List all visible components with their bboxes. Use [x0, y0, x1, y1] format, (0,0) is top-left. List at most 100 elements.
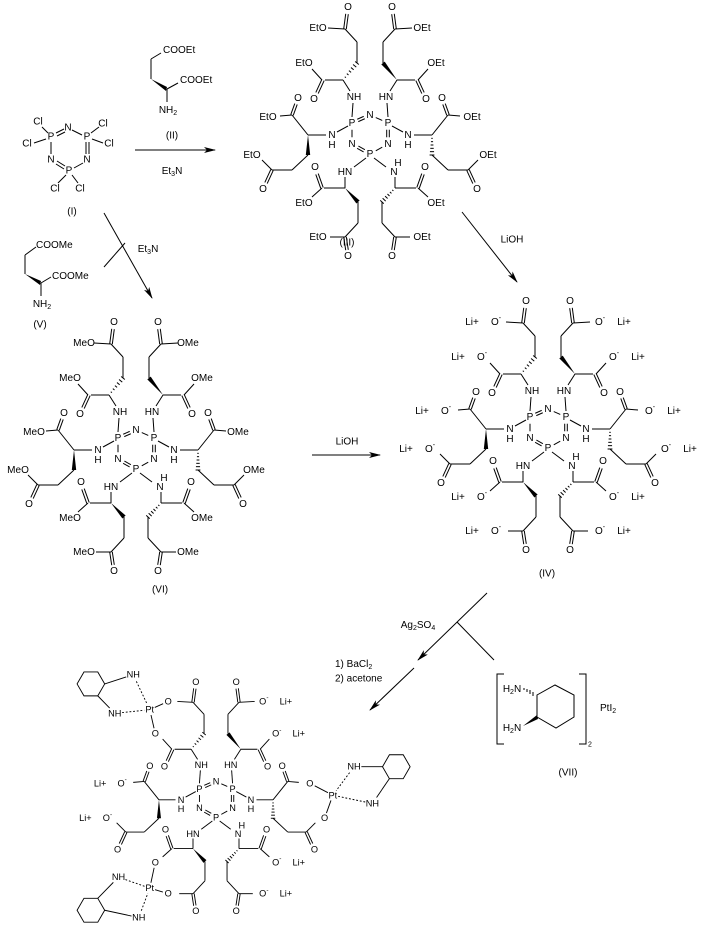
double-bond	[205, 809, 212, 814]
bond	[529, 396, 532, 412]
amine-nh: NH	[347, 762, 360, 772]
ester-group: COOMe	[52, 271, 89, 282]
bond	[572, 321, 591, 324]
lithium-counterion: Li+	[415, 406, 429, 417]
ester-group: COOEt	[180, 75, 212, 86]
double-bond	[358, 145, 366, 151]
bond	[197, 469, 215, 486]
amine-group: H2N	[503, 684, 521, 696]
carbonyl-oxygen: O	[651, 478, 659, 489]
chlorine-atom: Cl	[50, 184, 59, 195]
carbonyl-oxygen: O	[188, 409, 196, 420]
carboxylate-oxygen: O-	[272, 855, 281, 867]
double-bond	[416, 173, 423, 188]
ester-alkoxy-group: MeO	[7, 465, 29, 476]
double-bond	[536, 412, 543, 417]
bracket-multiplier: 2	[588, 742, 592, 749]
double-bond	[571, 307, 575, 323]
bond	[394, 27, 413, 30]
double-bond	[569, 530, 573, 544]
reactant-branch-line	[103, 242, 126, 268]
chlorine-atom: Cl	[75, 184, 84, 195]
bond	[185, 791, 196, 798]
wedge-bond	[111, 503, 126, 519]
double-bond	[260, 835, 267, 850]
bond	[311, 187, 323, 198]
amine-h: H	[94, 455, 101, 466]
bond	[259, 738, 270, 750]
lithium-counterion: Li+	[280, 889, 293, 899]
bond	[272, 817, 289, 833]
amine-nh: HN	[186, 829, 199, 839]
lithium-counterion: Li+	[631, 492, 645, 503]
compound-VII: H2N H2N 2 PtI2 (VII)	[496, 673, 616, 779]
carboxylate-oxygen: O-	[661, 442, 672, 455]
ester-alkoxy-group: OMe	[177, 547, 199, 558]
amine-nh: NH	[132, 913, 145, 923]
bond	[344, 28, 358, 43]
bond	[152, 417, 155, 433]
reagent-label: Ag2SO4	[401, 620, 436, 632]
carbonyl-oxygen: O	[239, 499, 247, 510]
wedge-bond	[381, 61, 397, 80]
amine-n: N	[94, 445, 101, 456]
amine-h: H	[394, 158, 401, 169]
reagent-label: 2) acetone	[335, 674, 383, 685]
carbonyl-oxygen: O	[311, 845, 318, 855]
carboxylate-oxygen: O-	[595, 315, 606, 328]
bond	[564, 396, 567, 412]
double-bond	[442, 104, 448, 116]
bond	[279, 114, 293, 117]
carbonyl-oxygen: O	[437, 478, 445, 489]
bond	[238, 700, 255, 703]
lithium-counterion: Li+	[399, 444, 413, 455]
amine-h: H	[582, 434, 589, 445]
bond	[431, 114, 449, 136]
bond	[645, 453, 657, 465]
double-bond	[343, 237, 347, 251]
double-bond	[495, 467, 502, 482]
phosphorus-atom: P	[545, 443, 552, 454]
carbonyl-oxygen: O	[161, 762, 168, 772]
reagent-label: LiOH	[501, 235, 524, 246]
ring-bond	[553, 411, 561, 415]
carbonyl-oxygen: O	[489, 456, 497, 467]
compound-II: COOEt COOEt NH2 (II)	[150, 45, 212, 142]
double-bond	[111, 329, 115, 345]
nitrogen-atom: N	[229, 803, 236, 813]
chlorine-atom: Cl	[98, 119, 107, 130]
nitrogen-atom: N	[213, 776, 220, 786]
bond	[57, 429, 75, 451]
bond	[236, 791, 247, 798]
bond	[457, 408, 471, 411]
ring-bond	[553, 440, 561, 446]
double-bond	[535, 409, 542, 414]
double-bond	[205, 784, 212, 788]
carbonyl-oxygen: O	[310, 94, 318, 105]
bond	[119, 472, 133, 483]
bond	[389, 79, 398, 92]
hashed-bond	[557, 483, 572, 498]
amine-h: H	[160, 473, 167, 484]
double-bond	[521, 307, 525, 323]
wedge-bond	[193, 848, 207, 863]
hashed-bond	[192, 731, 207, 748]
hashed-bond	[523, 688, 534, 696]
double-bond	[159, 328, 163, 344]
carboxylate-oxygen: O-	[259, 887, 268, 899]
double-bond	[391, 236, 395, 250]
amine-nh: NH	[347, 92, 361, 103]
carbonyl-oxygen: O	[566, 296, 574, 307]
double-bond	[81, 489, 88, 504]
nitrogen-atom: N	[47, 155, 54, 166]
ester-alkoxy-group: OEt	[479, 150, 496, 161]
bond	[102, 440, 115, 448]
carbonyl-oxygen: O	[25, 499, 33, 510]
double-bond	[315, 79, 323, 93]
double-bond	[393, 13, 397, 29]
ester-alkoxy-group: OEt	[427, 198, 444, 209]
double-bond	[167, 749, 175, 762]
bond	[373, 157, 387, 168]
bond	[77, 502, 89, 513]
